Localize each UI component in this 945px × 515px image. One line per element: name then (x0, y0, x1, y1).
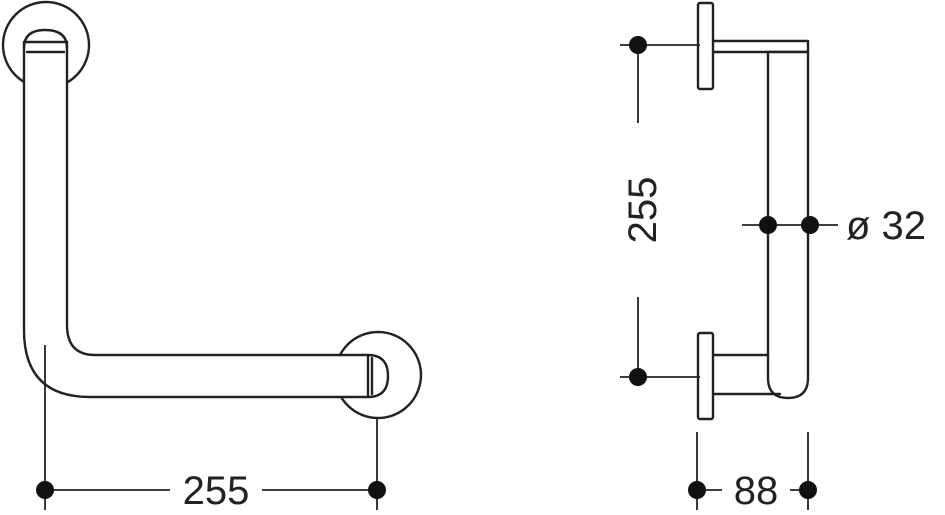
depth-dim-dot-right (799, 481, 817, 499)
height-label: 255 (621, 177, 665, 244)
width-label: 255 (183, 469, 250, 513)
height-dim-dot-bottom (629, 368, 647, 386)
depth-dim-dot-left (688, 481, 706, 499)
grab-bar-tube (22, 40, 370, 399)
front-view: 255 (1, 0, 423, 513)
diameter-dim-dot-right (801, 216, 819, 234)
diameter-dim-dot-left (759, 216, 777, 234)
lower-wall-plate (696, 331, 715, 421)
upper-tube-cap (22, 28, 69, 50)
upper-arm (711, 39, 810, 54)
lower-arm (711, 353, 782, 396)
side-view: 255 ø 32 88 (620, 1, 926, 513)
upper-wall-plate (696, 1, 715, 91)
height-dim-dot-top (629, 36, 647, 54)
right-tube-cap (366, 353, 390, 399)
depth-label: 88 (734, 469, 779, 513)
width-dim-dot-right (368, 481, 386, 499)
diameter-label: ø 32 (846, 204, 926, 248)
width-dim-dot-left (36, 481, 54, 499)
